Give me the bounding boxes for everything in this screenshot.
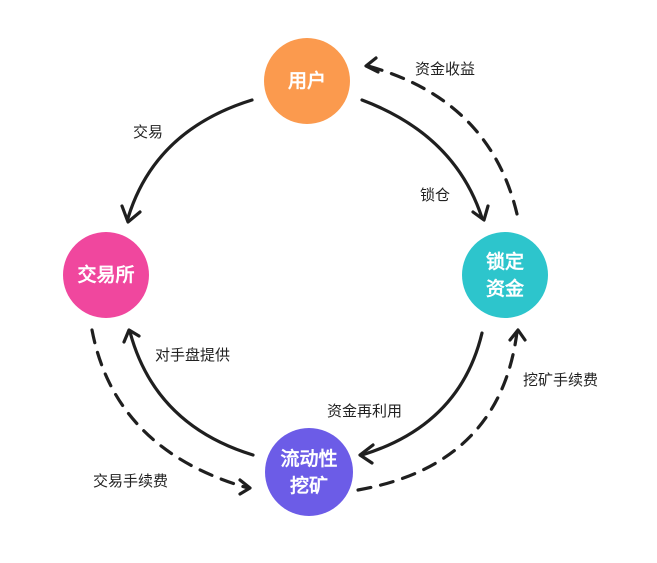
edge-line [360, 331, 484, 457]
edge-locked-funds-to-liquidity-mining: 资金再利用 [327, 331, 484, 465]
edge-line [128, 330, 255, 457]
node-exchange: 交易所 [63, 232, 149, 318]
edge-label-trade: 交易 [133, 123, 163, 141]
arrowhead-icon [358, 443, 375, 465]
arrowhead-icon [122, 328, 141, 344]
node-exchange-circle [63, 232, 149, 318]
node-liquidity-mining-label-line1: 流动性 [280, 447, 337, 470]
node-user: 用户 [264, 38, 350, 124]
edge-liquidity-mining-to-exchange: 对手盘提供 [122, 328, 255, 457]
edge-line [90, 328, 250, 490]
node-locked-funds-label-line2: 资金 [486, 277, 525, 300]
edge-line [366, 64, 519, 216]
edge-label-mining-fee: 挖矿手续费 [523, 371, 598, 389]
edge-line [360, 98, 484, 220]
node-locked-funds-circle [462, 232, 548, 318]
node-exchange-label: 交易所 [77, 263, 134, 286]
node-liquidity-mining: 流动性 挖矿 [265, 428, 353, 516]
node-liquidity-mining-label-line2: 挖矿 [290, 474, 328, 497]
edge-user-to-locked-funds: 锁仓 [360, 98, 490, 222]
edge-label-counterparty: 对手盘提供 [155, 346, 230, 364]
edge-label-fund-reuse: 资金再利用 [327, 402, 402, 420]
edge-liquidity-mining-to-locked-funds: 挖矿手续费 [356, 328, 598, 492]
arrowhead-icon [364, 56, 380, 74]
edge-label-fund-yield: 资金收益 [415, 60, 475, 78]
arrowhead-icon [238, 478, 252, 496]
edge-label-trading-fee: 交易手续费 [93, 472, 168, 490]
node-locked-funds-label-line1: 锁定 [486, 250, 524, 273]
node-liquidity-mining-circle [265, 428, 353, 516]
arrowhead-icon [471, 204, 490, 222]
edge-line [356, 330, 519, 492]
edge-line [126, 98, 254, 220]
edge-label-lock: 锁仓 [420, 186, 450, 204]
edge-locked-funds-to-user: 资金收益 [364, 56, 519, 216]
arrowhead-icon [508, 328, 527, 342]
node-user-circle [264, 38, 350, 124]
node-locked-funds: 锁定 资金 [462, 232, 548, 318]
edge-exchange-to-liquidity-mining: 交易手续费 [90, 328, 252, 496]
arrowhead-icon [120, 204, 142, 224]
edge-user-to-exchange: 交易 [120, 98, 254, 224]
node-user-label: 用户 [288, 69, 326, 92]
